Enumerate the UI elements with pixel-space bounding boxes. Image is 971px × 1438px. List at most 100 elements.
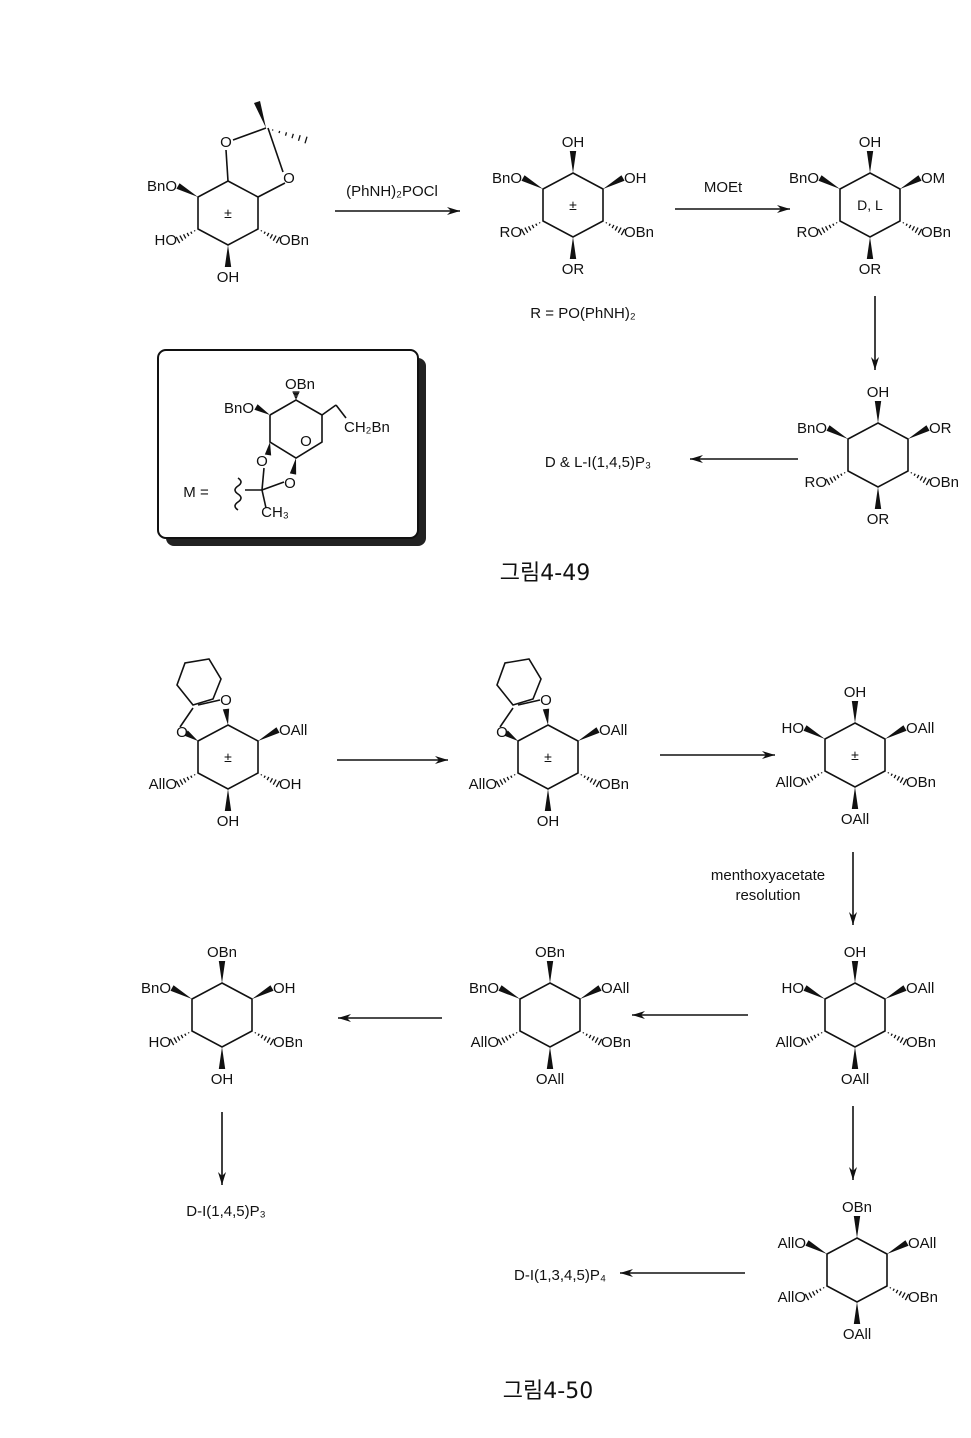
ring-oxygen: O (220, 692, 232, 709)
hashed-bond (254, 1032, 275, 1046)
substituent-ll: RO (500, 224, 523, 241)
arrow-step-8 (632, 1011, 748, 1019)
substituent-bottom: OAll (843, 1326, 871, 1343)
arrowhead-icon (632, 1011, 645, 1019)
substituent-ur: OR (929, 420, 952, 437)
substituent-ll: AllO (776, 1034, 804, 1051)
wedge-bond (184, 730, 198, 741)
substituent-ur: OAll (908, 1235, 936, 1252)
arrowhead-icon (620, 1269, 633, 1277)
substituent-ul: BnO (492, 170, 522, 187)
hashed-bond (271, 129, 308, 144)
arrowhead-icon (218, 1172, 226, 1185)
ring-stereo-label: ± (224, 205, 232, 221)
substituent-ur: OAll (599, 722, 627, 739)
hashed-bond (169, 1032, 190, 1046)
arrowhead-icon (777, 205, 790, 213)
substituent: BnO (224, 400, 254, 417)
substituent-bottom: OR (859, 261, 882, 278)
wedge-bond (866, 151, 874, 173)
hashed-bond (825, 472, 846, 486)
arrowhead-icon (849, 1167, 857, 1180)
wedge-bond (818, 175, 840, 189)
substituent-ll: AllO (778, 1289, 806, 1306)
substituent-lr: OBn (273, 1034, 303, 1051)
hashed-bond (605, 222, 626, 236)
substituent-ll: HO (155, 232, 178, 249)
cyclohexylidene-ring (176, 658, 222, 706)
wedge-bond (580, 985, 602, 999)
wedge-bond (805, 1240, 827, 1254)
bond (261, 467, 265, 491)
substituent-ll: RO (797, 224, 820, 241)
arrowhead-icon (447, 207, 460, 215)
product-label: D-I(1,3,4,5)P₄ (514, 1267, 606, 1284)
hashed-bond (887, 772, 908, 786)
ring-stereo-label: D, L (857, 197, 883, 213)
wedge-bond (578, 727, 600, 741)
hashed-bond (804, 1287, 825, 1301)
substituent-ur: OAll (279, 722, 307, 739)
wedge-bond (866, 237, 874, 259)
substituent-bottom: OH (537, 813, 560, 830)
substituent-lr: OBn (908, 1289, 938, 1306)
substituent-lr: OBn (601, 1034, 631, 1051)
cyclohexane-ring (847, 422, 909, 488)
cyclohexane-ring (519, 982, 581, 1048)
substituent-ul: BnO (147, 178, 177, 195)
substituent: CH₂Bn (344, 419, 390, 436)
wedge-bond (826, 425, 848, 439)
wedge-bond (264, 442, 272, 456)
arrowhead-icon (435, 756, 448, 764)
substituent-ur: OAll (906, 720, 934, 737)
hashed-bond (260, 230, 281, 244)
substituent-ll: AllO (149, 776, 177, 793)
hashed-bond (260, 774, 281, 788)
ring-oxygen: O (300, 433, 312, 450)
attachment-point-icon (234, 477, 242, 511)
arrow-step-11 (849, 1106, 857, 1180)
ring-stereo-label: ± (851, 747, 859, 763)
bond (517, 699, 541, 706)
bond (179, 707, 194, 728)
substituent-bottom: OAll (841, 811, 869, 828)
substituent-ul: BnO (141, 980, 171, 997)
bond (335, 404, 347, 419)
substituent-ll: AllO (776, 774, 804, 791)
substituent-top: OBn (842, 1199, 872, 1216)
wedge-bond (224, 789, 232, 811)
arrowhead-icon (849, 912, 857, 925)
ring-oxygen: O (284, 475, 296, 492)
wedge-bond (224, 245, 232, 267)
ring-stereo-label: ± (544, 749, 552, 765)
wedge-bond (851, 1047, 859, 1069)
r-group-definition: R = PO(PhNH)₂ (530, 305, 636, 322)
arrow-step-12 (620, 1269, 745, 1277)
bond (321, 404, 337, 416)
wedge-bond (498, 985, 520, 999)
wedge-bond (254, 404, 270, 415)
wedge-bond (542, 708, 550, 725)
m-definition-box (157, 349, 426, 546)
substituent-top: OH (859, 134, 882, 151)
hashed-bond (889, 1287, 910, 1301)
arrow-step-7 (849, 852, 857, 925)
substituent-lr: OH (279, 776, 302, 793)
substituent-bottom: OH (211, 1071, 234, 1088)
wedge-bond (222, 708, 230, 725)
cyclohexylidene-ring (496, 658, 542, 706)
ring-oxygen: O (283, 170, 295, 187)
wedge-bond (803, 985, 825, 999)
arrow-step-10 (218, 1112, 226, 1185)
arrow-step-5 (337, 756, 448, 764)
ring-stereo-label: ± (569, 197, 577, 213)
wedge-bond (851, 701, 859, 723)
reagent-label: MOEt (704, 179, 743, 196)
hashed-bond (910, 472, 931, 486)
wedge-bond (887, 1240, 909, 1254)
cyclohexane-ring (824, 982, 886, 1048)
